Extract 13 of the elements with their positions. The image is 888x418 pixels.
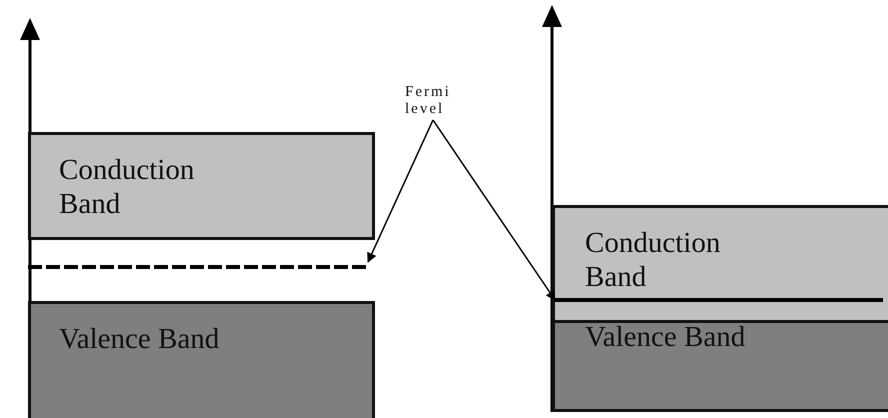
energy-band [552,320,888,412]
callout-label: Fermi level [405,84,475,118]
energy-band [28,301,375,418]
band-label: Valence Band [585,320,746,354]
fermi-level-line [28,262,368,272]
energy-band [28,132,375,240]
band-label: Conduction Band [59,153,196,221]
band-label: Valence Band [59,322,220,356]
fermi-level-line [555,296,883,304]
leader-line [367,120,434,263]
energy-band [552,205,888,323]
leader-line [432,120,556,301]
band-label: Conduction Band [585,226,722,294]
